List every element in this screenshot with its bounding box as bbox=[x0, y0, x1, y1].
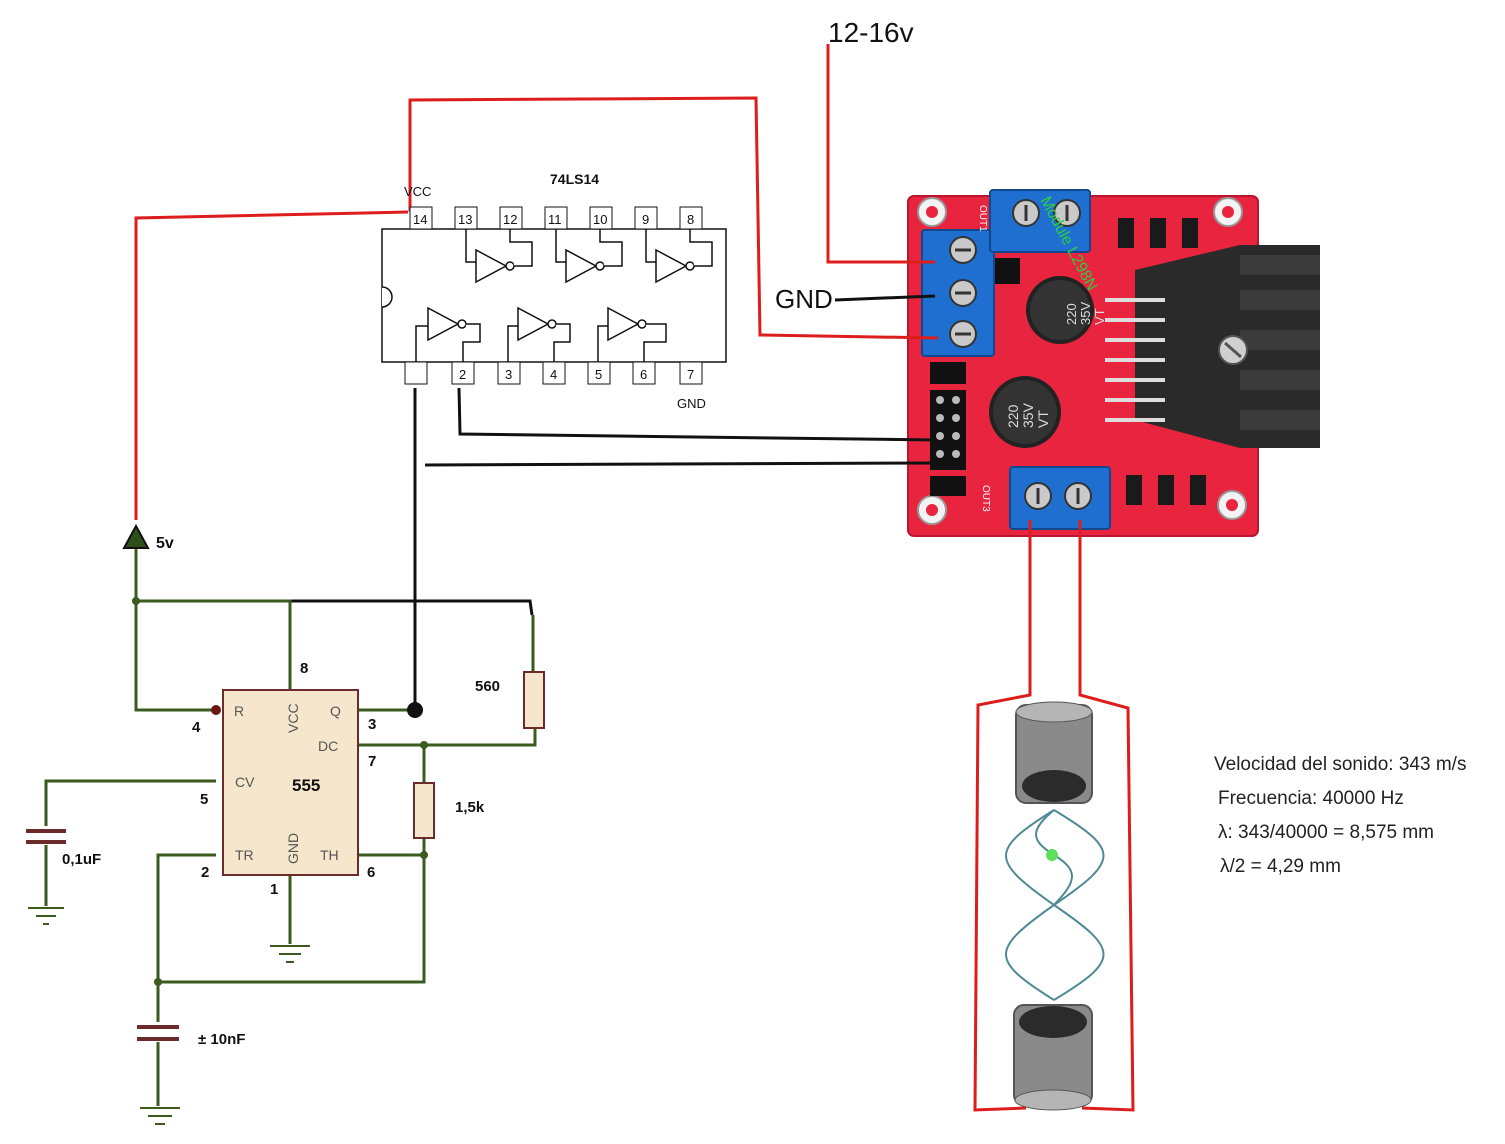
diodes bbox=[1118, 218, 1206, 505]
ic-pin-8: 8 bbox=[687, 212, 694, 227]
timer-pin-7: 7 bbox=[368, 753, 376, 770]
ic-pin-9: 9 bbox=[642, 212, 649, 227]
timer-vcc: VCC bbox=[285, 703, 301, 733]
heat-sink bbox=[1105, 245, 1320, 448]
timer-pin-6: 6 bbox=[367, 864, 375, 881]
green-wires bbox=[44, 548, 537, 1106]
ic-gnd-label: GND bbox=[677, 396, 706, 411]
board-out-top: OUT1 bbox=[977, 205, 988, 232]
capacitor-10nf bbox=[137, 1025, 179, 1041]
ic-vcc-label: VCC bbox=[404, 184, 431, 199]
cap2-line3: VT bbox=[1035, 410, 1051, 428]
ic-pin-11: 11 bbox=[548, 212, 562, 227]
cap1-line1: 220 bbox=[1064, 303, 1079, 325]
ic-bottom-pins: 2 3 4 5 6 7 bbox=[404, 361, 703, 385]
wire-top-rail bbox=[290, 599, 534, 616]
wire-tr bbox=[156, 853, 216, 1022]
wire-pin2-in1 bbox=[457, 387, 936, 442]
screw-terminal-out-top bbox=[989, 189, 1091, 253]
timer-dc: DC bbox=[318, 738, 338, 754]
wire-12v bbox=[826, 44, 935, 264]
ic-pin-7: 7 bbox=[687, 367, 694, 382]
cap1-line3: VT bbox=[1092, 308, 1107, 325]
wire-transducer-b bbox=[1078, 520, 1135, 1112]
wire-in2-return bbox=[424, 461, 936, 467]
board-capacitor-2: 220 35V VT bbox=[989, 376, 1061, 448]
wire-5v-rail bbox=[134, 548, 216, 712]
timer-cv: CV bbox=[235, 774, 255, 790]
wire-gnd-board bbox=[834, 294, 936, 302]
capacitor-01uf bbox=[26, 829, 66, 844]
resistor-1k5 bbox=[413, 782, 435, 839]
timer-555: 555 R VCC Q DC CV TR GND TH 8 4 3 7 5 2 … bbox=[192, 660, 376, 898]
junctions bbox=[132, 597, 428, 986]
ic-pin-6: 6 bbox=[640, 367, 647, 382]
ic-pin-3: 3 bbox=[505, 367, 512, 382]
ic-pin-12: 12 bbox=[503, 212, 517, 227]
red-wires bbox=[134, 44, 1135, 1112]
screw-terminal-out-bottom bbox=[1009, 466, 1111, 530]
ic-pin-13: 13 bbox=[458, 212, 472, 227]
label-c10n: ± 10nF bbox=[198, 1031, 245, 1048]
note-half-wavelength: λ/2 = 4,29 mm bbox=[1220, 856, 1341, 877]
notes-panel: Velocidad del sonido: 343 m/s Frecuencia… bbox=[1214, 748, 1466, 884]
timer-r: R bbox=[234, 703, 244, 719]
timer-pin-4: 4 bbox=[192, 719, 201, 736]
board-capacitor-1: 220 35V VT bbox=[1026, 276, 1107, 344]
l298n-board: 220 35V VT 220 35V VT bbox=[907, 189, 1320, 537]
note-speed: Velocidad del sonido: 343 m/s bbox=[1214, 754, 1467, 775]
ic-pin-4: 4 bbox=[550, 367, 557, 382]
timer-pin-2: 2 bbox=[201, 864, 209, 881]
wire-cv bbox=[44, 779, 216, 826]
note-wavelength: λ: 343/40000 = 8,575 mm bbox=[1218, 822, 1435, 843]
ground-icon bbox=[28, 907, 310, 1125]
timer-gnd: GND bbox=[285, 833, 301, 864]
timer-q: Q bbox=[330, 703, 341, 719]
timer-name: 555 bbox=[292, 776, 320, 795]
timer-pin-8: 8 bbox=[300, 660, 308, 677]
inverters-bottom bbox=[415, 306, 667, 362]
inverters-top bbox=[465, 229, 713, 284]
cap1-line2: 35V bbox=[1078, 302, 1093, 325]
wire-dc bbox=[358, 728, 537, 747]
resistor-560 bbox=[523, 671, 545, 729]
wire-5v bbox=[134, 210, 409, 520]
ic-pin-10: 10 bbox=[593, 212, 607, 227]
ic-pin-14: 14 bbox=[413, 212, 427, 227]
label-1k5: 1,5k bbox=[455, 799, 485, 816]
wire-vcc-rail bbox=[136, 599, 292, 690]
label-c01: 0,1uF bbox=[62, 851, 101, 868]
timer-tr: TR bbox=[235, 847, 254, 863]
levitated-particle-icon bbox=[1046, 849, 1058, 861]
transducer-top bbox=[1015, 701, 1093, 804]
label-5v-supply: 5v bbox=[156, 535, 174, 552]
cap2-line2: 35V bbox=[1020, 402, 1036, 428]
timer-th: TH bbox=[320, 847, 339, 863]
note-frequency: Frecuencia: 40000 Hz bbox=[1218, 788, 1404, 809]
wire-transducer-a bbox=[973, 520, 1032, 1112]
label-5v: 12-16v bbox=[828, 17, 914, 48]
wire-1k5-bottom bbox=[158, 838, 426, 984]
label-560: 560 bbox=[475, 678, 500, 695]
ic-pin-2: 2 bbox=[459, 367, 466, 382]
supply-5v-arrow-icon bbox=[122, 523, 150, 549]
ic-title: 74LS14 bbox=[550, 171, 599, 187]
timer-pin-3: 3 bbox=[368, 716, 376, 733]
screw-terminal-power bbox=[921, 229, 995, 357]
transducer-bottom bbox=[1013, 1004, 1093, 1111]
header-pins bbox=[930, 258, 1020, 496]
ic-pin-5: 5 bbox=[595, 367, 602, 382]
cap2-line1: 220 bbox=[1005, 404, 1021, 428]
standing-wave bbox=[1005, 809, 1105, 1001]
board-out-bottom: OUT3 bbox=[980, 485, 991, 512]
ic-74ls14: 74LS14 VCC GND 14 13 12 11 10 9 8 bbox=[381, 171, 727, 411]
label-gnd-board: GND bbox=[775, 284, 833, 314]
timer-pin-5: 5 bbox=[200, 791, 208, 808]
ic-top-pins: 14 13 12 11 10 9 8 bbox=[409, 206, 703, 230]
timer-pin-1: 1 bbox=[270, 881, 278, 898]
black-wires bbox=[290, 294, 936, 710]
